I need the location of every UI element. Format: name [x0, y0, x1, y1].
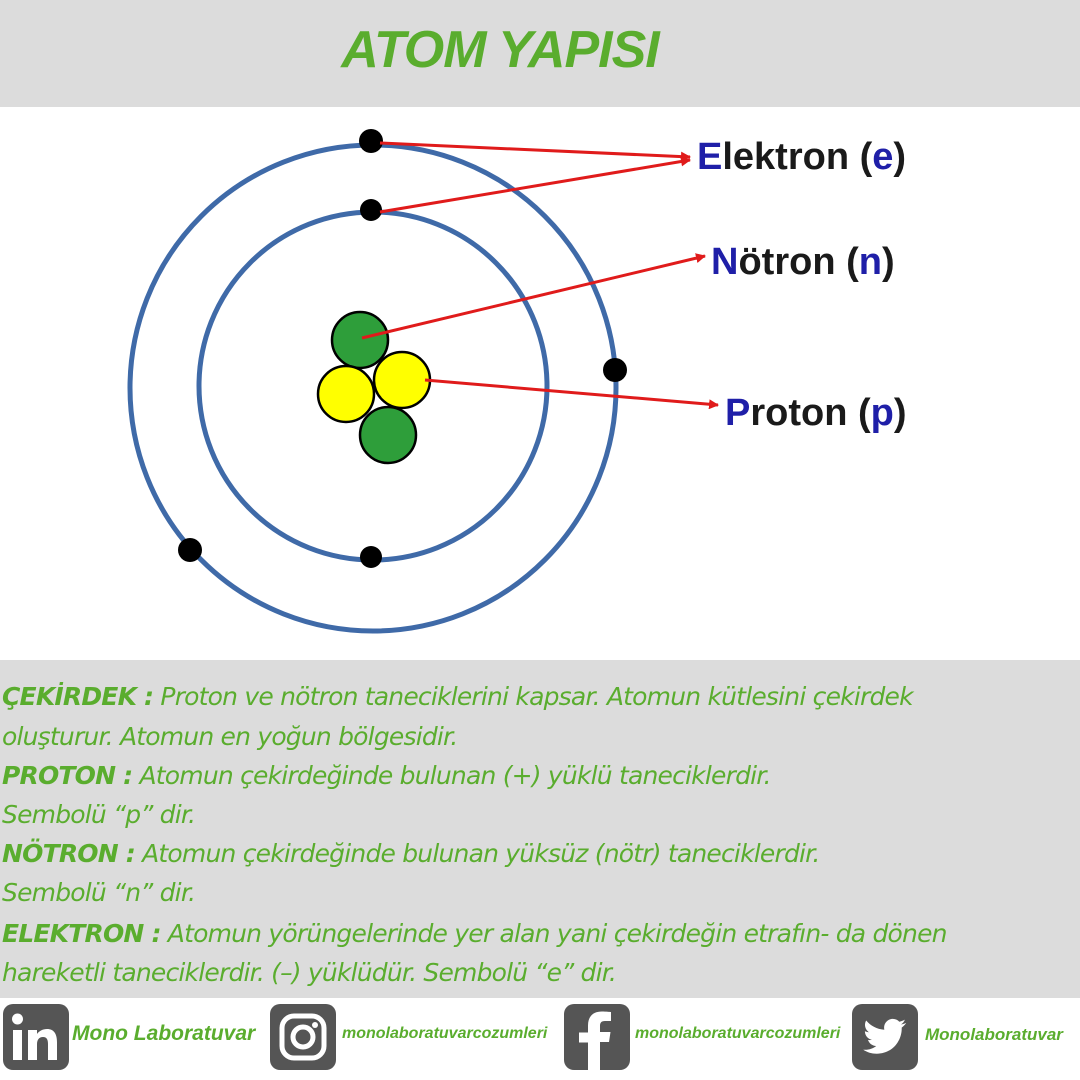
proton-line-1: PROTON : Atomun çekirdeğinde bulunan (+)…: [2, 761, 771, 790]
neutron-particle: [330, 310, 390, 370]
instagram-handle[interactable]: monolaboratuvarcozumleri: [342, 1025, 548, 1042]
elektron-line-1: ELEKTRON : Atomun yörüngelerinde yer ala…: [2, 919, 948, 948]
page-title: ATOM YAPISI: [341, 21, 659, 79]
proton-particle: [316, 364, 376, 424]
proton-particle: [372, 350, 432, 410]
electron-dot: [360, 199, 382, 221]
cekirdek-line-1: ÇEKİRDEK : Proton ve nötron taneciklerin…: [2, 682, 914, 711]
description-panel: [0, 660, 1080, 998]
proton-label: Proton (p): [725, 392, 907, 434]
atom-diagram: [127, 129, 719, 634]
proton-line-2: Sembolü “p” dir.: [2, 800, 196, 829]
electron-dot: [178, 538, 202, 562]
header-bar: [0, 0, 1080, 107]
cekirdek-line-2: oluşturur. Atomun en yoğun bölgesidir.: [2, 722, 458, 751]
linkedin-icon[interactable]: [3, 1004, 69, 1070]
facebook-handle[interactable]: monolaboratuvarcozumleri: [635, 1025, 841, 1042]
proton-arrow: [424, 378, 719, 410]
elektron-line-2: hareketli taneciklerdir. (–) yüklüdür. S…: [2, 958, 617, 987]
electron-dot: [603, 358, 627, 382]
electron-dot: [359, 129, 383, 153]
neutron-label: Nötron (n): [711, 241, 895, 283]
linkedin-handle[interactable]: Mono Laboratuvar: [72, 1022, 256, 1045]
twitter-handle[interactable]: Monolaboratuvar: [925, 1025, 1063, 1044]
notron-line-1: NÖTRON : Atomun çekirdeğinde bulunan yük…: [2, 839, 820, 868]
instagram-icon[interactable]: [270, 1004, 336, 1070]
electron-label: Elektron (e): [697, 136, 907, 178]
notron-line-2: Sembolü “n” dir.: [2, 878, 196, 907]
neutron-particle: [358, 405, 418, 465]
electron-arrow: [379, 156, 691, 214]
twitter-icon[interactable]: [852, 1004, 918, 1070]
neutron-arrow: [361, 253, 706, 340]
facebook-icon[interactable]: [564, 1004, 630, 1071]
electron-dot: [360, 546, 382, 568]
electron-arrow: [379, 141, 691, 162]
